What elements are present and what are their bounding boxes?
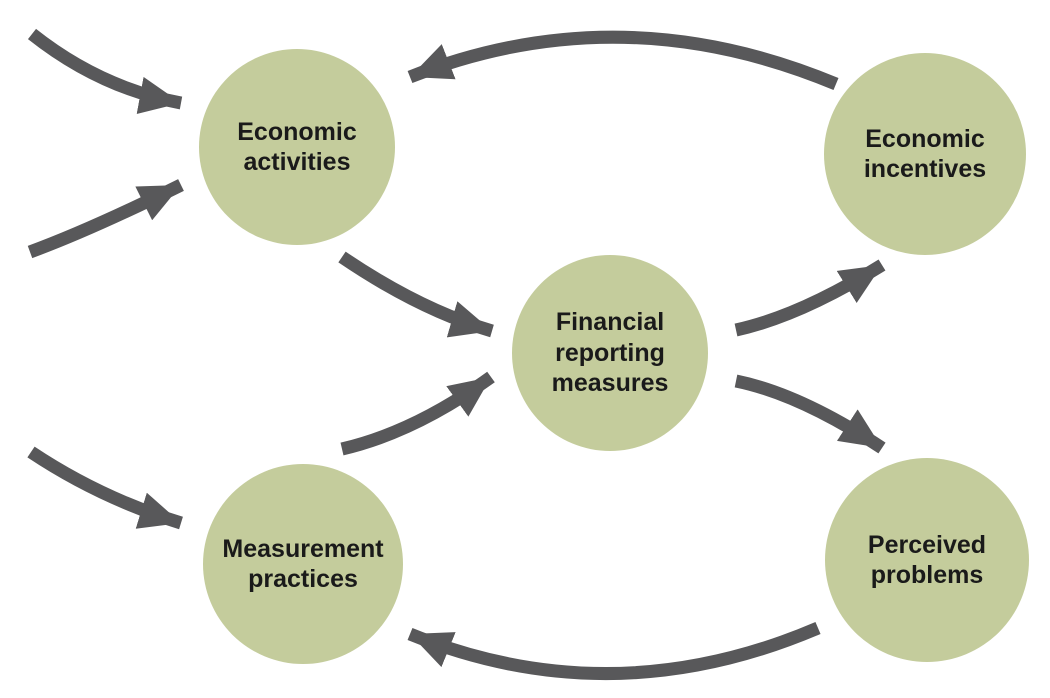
node-measurement-practices-label: Measurement practices [222, 534, 384, 594]
arrow-external-upper-left-to-economic-activities [27, 28, 183, 114]
node-financial-reporting-measures: Financial reporting measures [512, 255, 708, 451]
node-economic-activities-label: Economic activities [237, 117, 357, 177]
arrow-financial-reporting-measures-to-perceived-problems [734, 374, 886, 454]
arrow-measurement-practices-to-financial-reporting-measures [340, 371, 495, 456]
node-financial-reporting-measures-label: Financial reporting measures [551, 308, 669, 398]
node-economic-activities: Economic activities [199, 49, 395, 245]
node-economic-incentives-label: Economic incentives [863, 124, 987, 184]
node-perceived-problems: Perceived problems [825, 458, 1029, 662]
arrow-financial-reporting-measures-to-economic-incentives [734, 259, 886, 337]
arrow-perceived-problems-to-measurement-practices [407, 622, 821, 681]
node-measurement-practices: Measurement practices [203, 464, 403, 664]
arrow-economic-incentives-to-economic-activities [407, 30, 839, 91]
arrow-economic-activities-to-financial-reporting-measures [338, 251, 494, 338]
arrow-external-lower-left-to-measurement-practices [27, 446, 183, 530]
arrow-external-middle-left-to-economic-activities [27, 179, 184, 259]
node-economic-incentives: Economic incentives [824, 53, 1026, 255]
node-perceived-problems-label: Perceived problems [867, 530, 987, 590]
